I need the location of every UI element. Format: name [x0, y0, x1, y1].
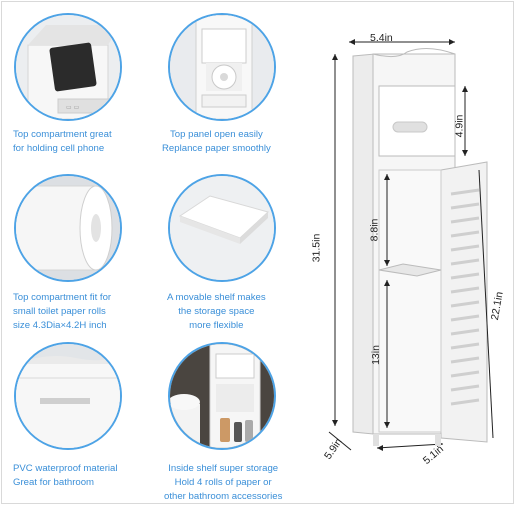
caption-line: small toilet paper rolls — [13, 306, 106, 317]
feature-image-inside-shelf — [168, 342, 276, 450]
caption-line: Hold 4 rolls of paper or — [174, 477, 272, 488]
feature-image-pvc-material — [14, 342, 122, 450]
caption-line: the storage space — [178, 306, 255, 317]
dim-upper-shelf-height: 8.8in — [368, 218, 381, 242]
caption-movable-shelf: A movable shelf makes the storage space … — [167, 291, 266, 333]
caption-line: other bathroom accessories — [164, 491, 283, 502]
caption-line: Inside shelf super storage — [168, 463, 279, 474]
caption-line: Great for bathroom — [13, 477, 95, 488]
caption-top-panel: Top panel open easily Replance paper smo… — [162, 128, 271, 156]
caption-line: PVC waterproof material — [13, 463, 118, 474]
dim-lower-shelf-height: 13in — [369, 345, 382, 365]
caption-line: Top panel open easily — [169, 129, 263, 140]
caption-line: Top compartment fit for — [13, 292, 112, 303]
feature-image-movable-shelf — [168, 174, 276, 282]
caption-line: Top compartment great — [13, 129, 112, 140]
caption-line: for holding cell phone — [13, 143, 105, 154]
dim-total-height: 31.5in — [310, 233, 323, 263]
caption-phone-compartment: Top compartment great for holding cell p… — [13, 128, 112, 156]
caption-line: A movable shelf makes — [167, 292, 266, 303]
feature-image-paper-roll — [14, 174, 122, 282]
caption-line: more flexible — [189, 320, 244, 331]
feature-image-phone-compartment: ▭ ▭ — [14, 13, 122, 121]
dim-top-box-height: 4.9in — [453, 114, 466, 138]
cabinet-dimension-diagram — [328, 39, 494, 451]
feature-image-top-panel — [168, 13, 276, 121]
svg-text:▭ ▭: ▭ ▭ — [66, 104, 79, 111]
caption-paper-roll: Top compartment fit for small toilet pap… — [13, 291, 111, 333]
caption-inside-shelf: Inside shelf super storage Hold 4 rolls … — [164, 462, 282, 504]
caption-line: Replance paper smoothly — [162, 143, 271, 154]
caption-line: size 4.3Dia×4.2H inch — [13, 320, 107, 331]
caption-pvc-material: PVC waterproof material Great for bathro… — [13, 462, 118, 490]
dim-top-width: 5.4in — [370, 32, 393, 44]
